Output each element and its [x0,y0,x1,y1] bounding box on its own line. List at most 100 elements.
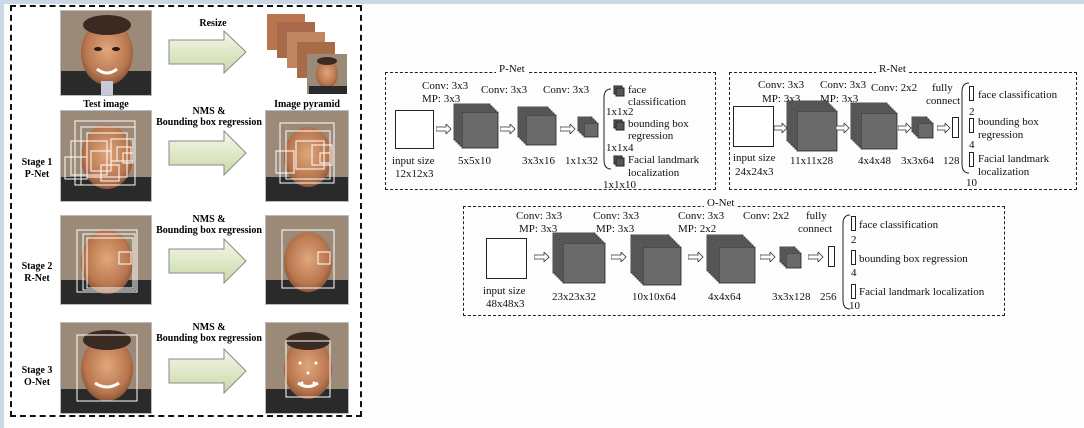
onet-out-bar-1 [851,216,856,231]
stage3-label-a: Stage 3 [21,365,53,376]
rnet-input-label-b: 24x24x3 [735,166,774,178]
rnet-input-label-a: input size [733,152,776,164]
pnet-map-1x1x32 [577,116,599,138]
pnet-out3-dim: 1x1x10 [603,179,636,191]
onet-fc-a: fully [806,210,827,222]
bbr-label-3: Bounding box regression [156,333,262,344]
nms-label-1: NMS & [192,106,226,117]
onet-arrow-3 [688,252,704,262]
stage2-arrow [168,238,247,284]
test-image-label: Test image [83,99,129,110]
rnet-out-bar-2 [969,118,974,133]
pnet-out2-dim: 1x1x4 [606,142,634,154]
rnet-map-3x3x64 [911,116,934,139]
stage1-label-a: Stage 1 [21,157,53,168]
onet-out-bar-3 [851,284,856,299]
onet-map-10x10x64 [630,234,682,286]
onet-conv1: Conv: 3x3 [516,210,563,222]
rnet-mp2: MP: 3x3 [820,93,859,105]
rnet-out2-dim: 4 [969,139,975,151]
stage3-arrow [168,348,247,394]
rnet-arrow-4 [937,123,951,133]
rnet-conv3: Conv: 2x2 [871,82,918,94]
resize-arrow [168,30,247,74]
onet-conv4: Conv: 2x2 [743,210,790,222]
nms-label-2: NMS & [192,214,226,225]
pnet-out-cube-3 [613,155,625,167]
rnet-fc-a: fully [932,82,953,94]
rnet-input-square [733,106,774,147]
pnet-box [385,72,716,190]
onet-size-3x3x128: 3x3x128 [772,291,811,303]
onet-size-4x4x64: 4x4x64 [708,291,741,303]
nms-label-3: NMS & [192,322,226,333]
pnet-output-bracket [603,88,612,170]
stage2-detections-photo [60,215,152,305]
onet-arrow-5 [808,252,824,262]
bbr-label-1: Bounding box regression [156,117,262,128]
onet-mp2: MP: 3x3 [596,223,635,235]
pnet-arrow-2 [500,124,516,134]
onet-map-3x3x128 [779,246,802,269]
onet-input-label-b: 48x48x3 [486,298,525,310]
window-edge-top [0,0,1084,4]
rnet-title: R-Net [876,63,909,75]
onet-conv3: Conv: 3x3 [678,210,725,222]
pnet-map-3x3x16 [517,106,557,146]
image-pyramid-label: Image pyramid [274,99,340,110]
pnet-out2-line-b: regression [628,130,674,142]
onet-fc-bar [828,246,835,267]
onet-size-10x10x64: 10x10x64 [632,291,676,303]
rnet-out1: face classification [978,89,1058,101]
onet-out3-dim: 10 [849,300,860,312]
rnet-size-3x3x64: 3x3x64 [901,155,934,167]
stage1-detections-photo [60,110,152,202]
test-image-photo [60,10,152,96]
pnet-out1-dim: 1x1x2 [606,106,634,118]
onet-title: O-Net [704,197,738,209]
onet-arrow-2 [611,252,627,262]
rnet-out2-a: bounding box [978,116,1039,128]
onet-mp3: MP: 2x2 [678,223,717,235]
onet-out3: Facial landmark localization [859,286,985,298]
resize-label: Resize [199,18,227,29]
pnet-arrow-3 [560,124,576,134]
onet-mp1: MP: 3x3 [519,223,558,235]
pnet-conv3: Conv: 3x3 [543,84,590,96]
pnet-out-cube-2 [613,119,625,131]
rnet-arrow-3 [898,123,912,133]
rnet-out-bar-3 [969,152,974,167]
pnet-out-cube-1 [613,85,625,97]
rnet-output-bracket [961,82,970,174]
rnet-size-4x4x48: 4x4x48 [858,155,891,167]
stage1-arrow [168,130,247,176]
onet-output-bracket [842,214,851,310]
rnet-arrow-1 [774,123,788,133]
stage3-label-b: O-Net [23,377,51,388]
pnet-size-5x5x10: 5x5x10 [458,155,491,167]
onet-map-4x4x64 [706,234,756,284]
rnet-out-bar-1 [969,86,974,101]
pnet-mp1: MP: 3x3 [422,93,461,105]
rnet-conv1: Conv: 3x3 [758,79,805,91]
onet-input-square [486,238,527,279]
pnet-title: P-Net [496,63,528,75]
pnet-input-label-a: input size [392,155,435,167]
pnet-input-square [395,110,434,149]
pnet-out1-line-a: face [628,84,647,96]
rnet-fc-bar [952,117,959,138]
rnet-size-128: 128 [943,155,960,167]
rnet-fc-b: connect [926,95,961,107]
pnet-size-3x3x16: 3x3x16 [522,155,555,167]
pnet-out3-line-a: Facial landmark [628,154,700,166]
stage2-label-b: R-Net [24,273,50,284]
pnet-size-1x1x32: 1x1x32 [565,155,598,167]
onet-arrow-1 [534,252,550,262]
window-edge-left [0,0,4,428]
pnet-input-label-b: 12x12x3 [395,168,434,180]
rnet-out3-b: localization [978,166,1030,178]
onet-size-256: 256 [820,291,837,303]
onet-arrow-4 [760,252,776,262]
rnet-arrow-2 [836,123,850,133]
pnet-map-5x5x10 [453,103,499,149]
